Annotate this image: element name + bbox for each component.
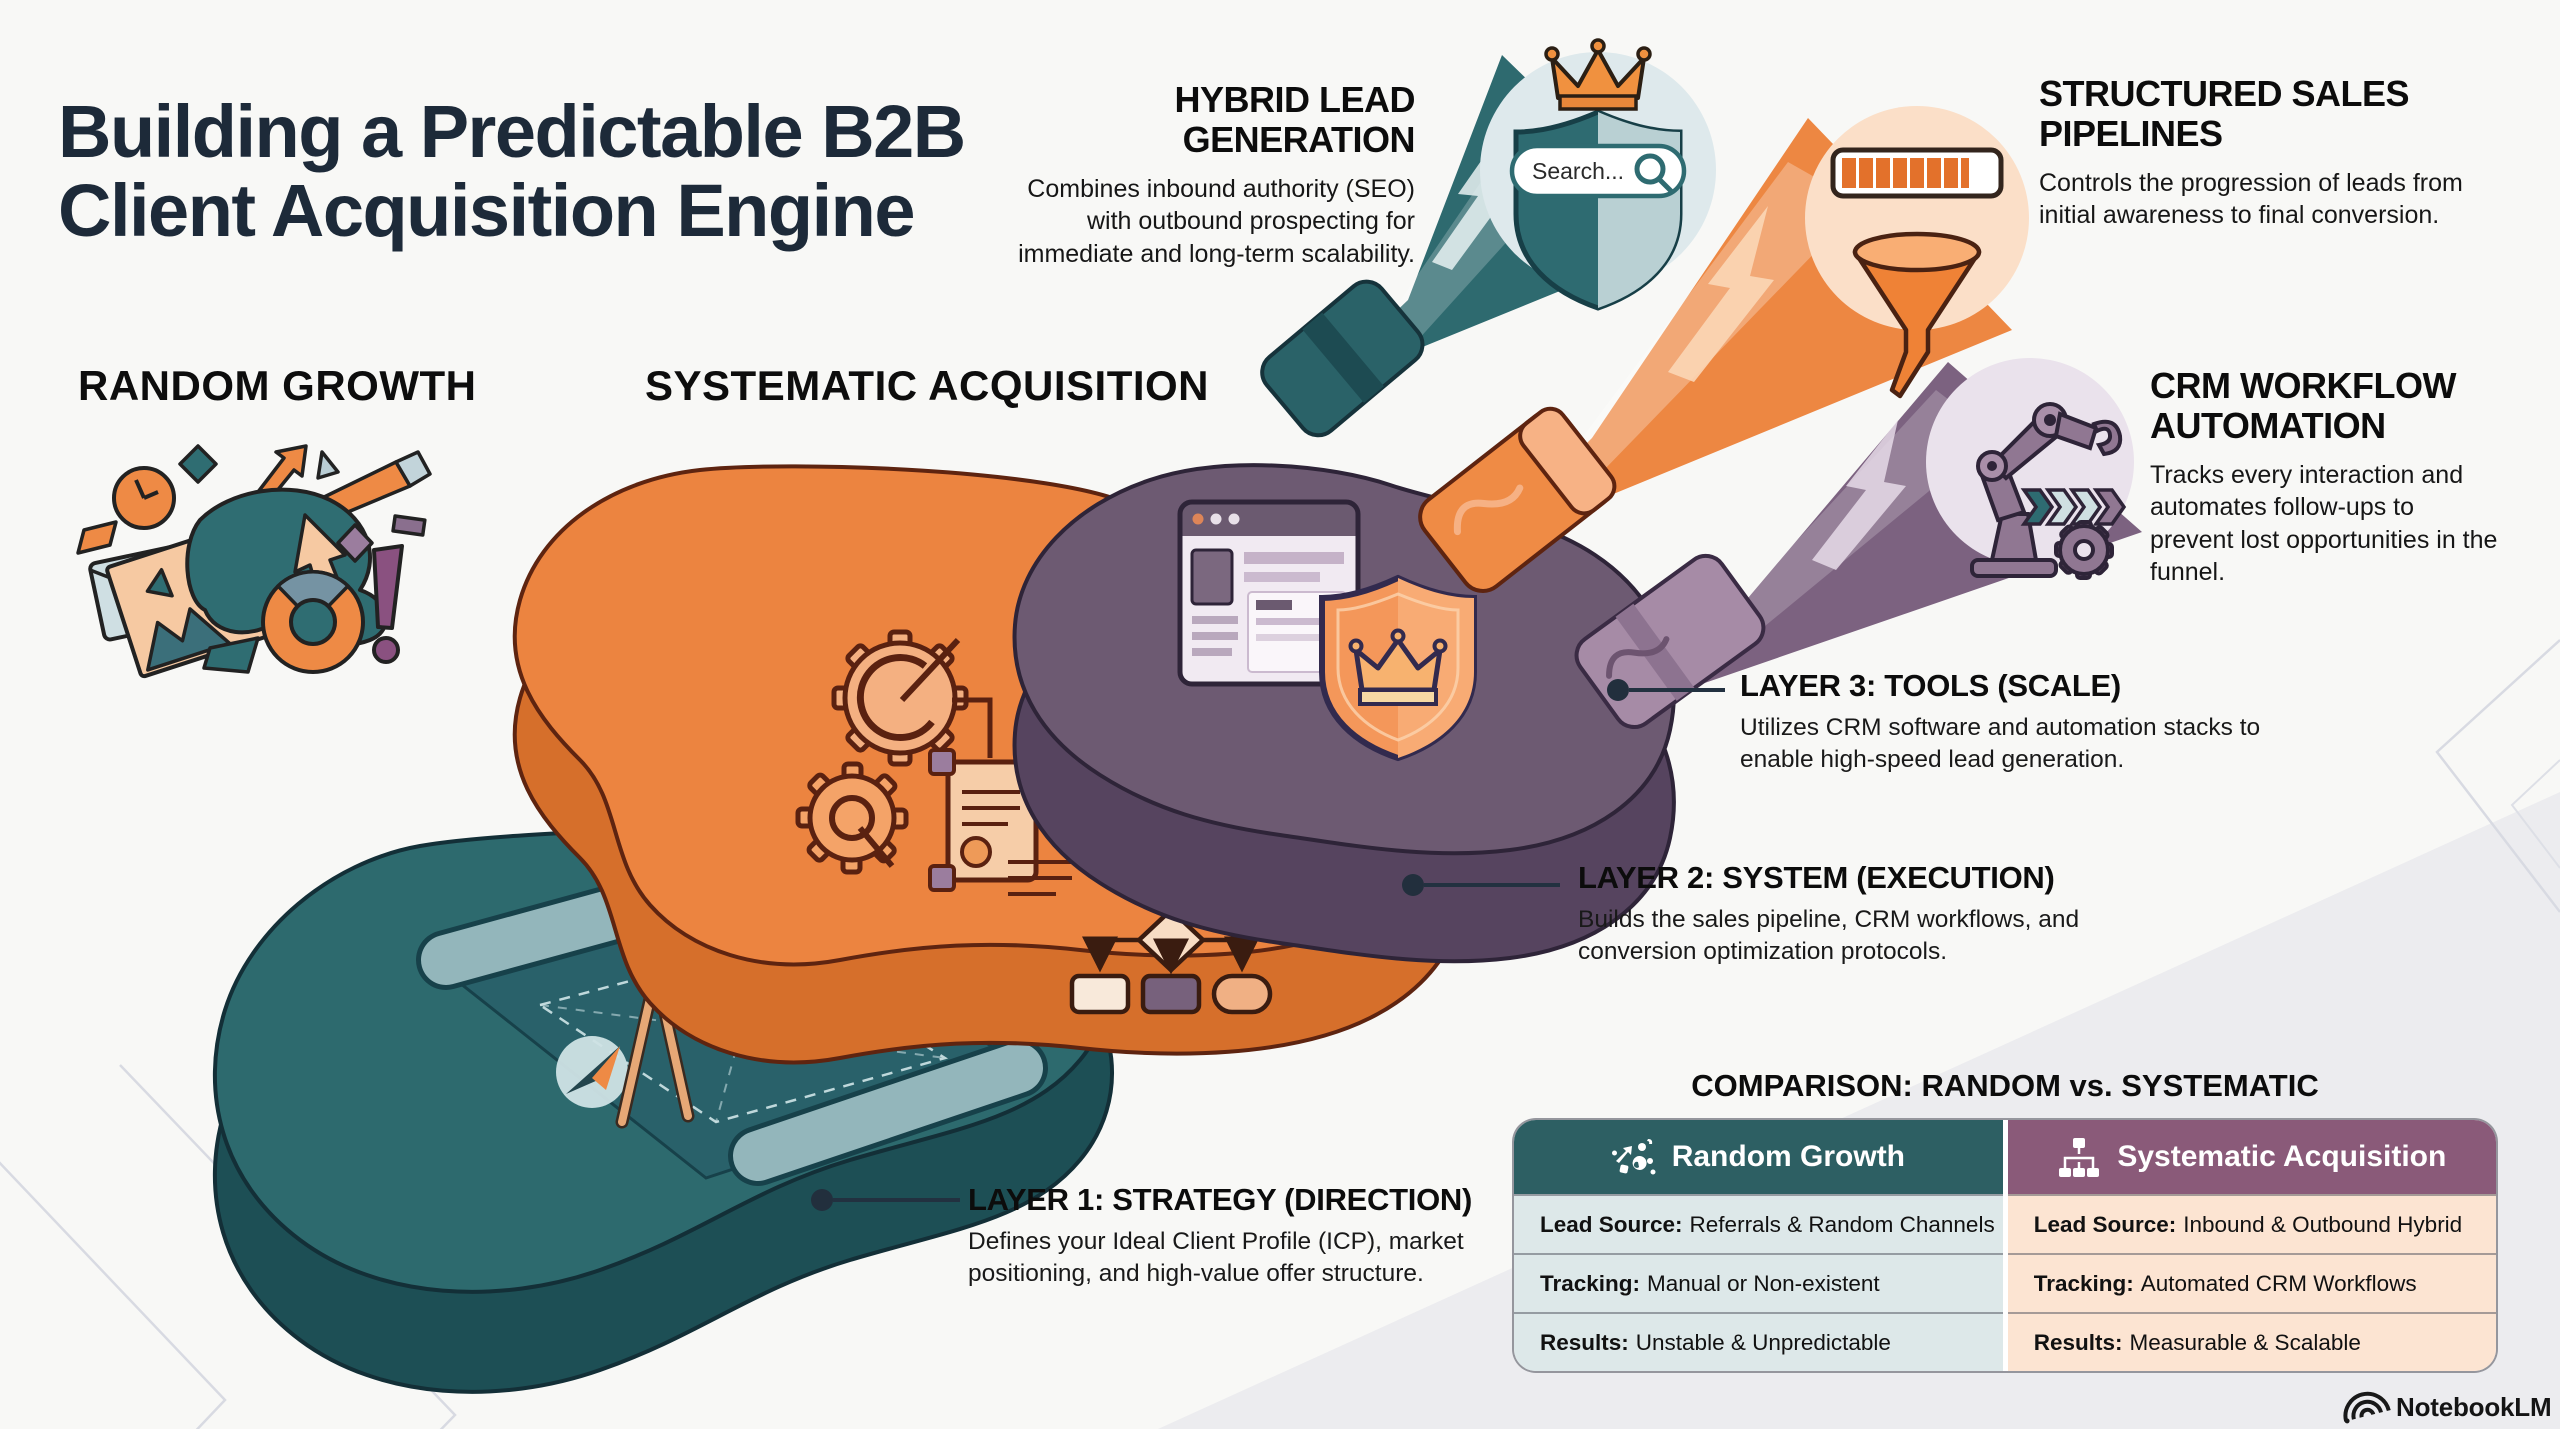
progress-segments [1842, 158, 1969, 188]
funnel-progress-icon [1830, 147, 2004, 399]
diamond-shape [178, 444, 218, 484]
gear-icon-crm [2054, 520, 2114, 580]
random-growth-illustration [76, 444, 432, 679]
leader-dot-layer3 [1607, 679, 1629, 701]
comparison-header-random: Random Growth [1514, 1120, 2003, 1194]
chevron-outline-left-inner [0, 1161, 227, 1429]
layer-description: Defines your Ideal Client Profile (ICP),… [968, 1228, 1464, 1288]
clock-icon [112, 466, 176, 530]
shield-search-icon [1509, 38, 1687, 311]
blueprint-grid [536, 943, 949, 1124]
search-icon [1634, 153, 1666, 185]
comparison-table: Random Growth Lead Source: Referrals & R… [1512, 1118, 2498, 1373]
feature-circle-crm [1926, 358, 2134, 580]
feature-title: CRM WORKFLOW AUTOMATION [2150, 365, 2456, 447]
conveyor-chevrons [2020, 488, 2127, 526]
layer3-purple [1012, 463, 1676, 964]
browser-dot [1192, 513, 1204, 525]
chevron-outline-right [2435, 639, 2560, 913]
feature-description: Combines inbound authority (SEO) with ou… [1018, 174, 1415, 268]
notebooklm-brand: NotebookLM [2396, 1392, 2552, 1422]
chevron-outline-right-inner [2510, 759, 2560, 869]
table-row: Results: Unstable & Unpredictable [1514, 1312, 2003, 1371]
layer-title: LAYER 1: STRATEGY (DIRECTION) [968, 1182, 1472, 1217]
layer-title: LAYER 3: TOOLS (SCALE) [1740, 668, 2121, 703]
comparison-column-random: Random Growth Lead Source: Referrals & R… [1514, 1120, 2003, 1371]
search-bar [1509, 143, 1687, 199]
feature-description: Controls the progression of leads from i… [2039, 168, 2463, 230]
chaos-icon [1611, 1139, 1656, 1175]
comparison-column-systematic: Systematic Acquisition Lead Source: Inbo… [2007, 1120, 2496, 1371]
layer-description: Utilizes CRM software and automation sta… [1740, 714, 2261, 774]
callout-layer3: LAYER 3: TOOLS (SCALE) Utilizes CRM soft… [1740, 668, 2320, 777]
comparison-header-label: Random Growth [1671, 1140, 1906, 1173]
funnel-icon [1852, 249, 1982, 399]
table-row: Tracking: Automated CRM Workflows [2007, 1253, 2496, 1312]
gear-icon [831, 629, 969, 767]
table-row: Results: Measurable & Scalable [2007, 1312, 2496, 1371]
comparison-header-systematic: Systematic Acquisition [2007, 1120, 2496, 1194]
machine-illustration [213, 279, 1766, 1394]
comparison-header-label: Systematic Acquisition [2117, 1140, 2447, 1173]
robot-arm-icon [1970, 402, 2127, 580]
exclamation-icon [372, 544, 404, 664]
systematic-acquisition-label: SYSTEMATIC ACQUISITION [645, 362, 1210, 409]
table-row: Tracking: Manual or Non-existent [1514, 1253, 2003, 1312]
layer-description: Builds the sales pipeline, CRM workflows… [1578, 906, 2080, 966]
feature-title: STRUCTURED SALES PIPELINES [2039, 73, 2410, 155]
search-input: Search... [1532, 158, 1625, 184]
notebooklm-logo-icon [2343, 1391, 2391, 1424]
browser-window-icon [1177, 499, 1361, 687]
feature-crm-workflow-automation: CRM WORKFLOW AUTOMATION Tracks every int… [2150, 365, 2502, 589]
feature-title: HYBRID LEAD GENERATION [1174, 79, 1415, 161]
leader-dot-layer2 [1402, 874, 1424, 896]
callout-layer2: LAYER 2: SYSTEM (EXECUTION) Builds the s… [1578, 860, 2118, 969]
table-row: Lead Source: Referrals & Random Channels [1514, 1194, 2003, 1253]
callout-layer1: LAYER 1: STRATEGY (DIRECTION) Defines yo… [968, 1182, 1478, 1291]
feature-structured-sales-pipelines: STRUCTURED SALES PIPELINES Controls the … [2039, 73, 2469, 232]
nozzle-teal [1260, 279, 1425, 438]
crown-icon [1544, 38, 1652, 111]
leader-lines [811, 679, 1725, 1211]
layer-title: LAYER 2: SYSTEM (EXECUTION) [1578, 860, 2055, 895]
comparison-title: COMPARISON: RANDOM vs. SYSTEMATIC [1691, 1068, 2319, 1103]
hierarchy-icon [2059, 1138, 2100, 1177]
feature-hybrid-lead-generation: HYBRID LEAD GENERATION Combines inbound … [1015, 79, 1415, 270]
gear-icon-small [795, 761, 909, 875]
crown-shield-icon [1319, 574, 1477, 762]
feature-description: Tracks every interaction and automates f… [2150, 460, 2498, 587]
feature-circle-hybrid [1480, 38, 1716, 311]
page-title: Building a Predictable B2B Client Acquis… [58, 89, 966, 253]
leader-dot-layer1 [811, 1189, 833, 1211]
nozzle-orange [1418, 406, 1617, 593]
feature-circle-pipeline [1805, 106, 2029, 399]
random-growth-label: RANDOM GROWTH [78, 362, 477, 409]
table-row: Lead Source: Inbound & Outbound Hybrid [2007, 1194, 2496, 1253]
donut-chart-icon [261, 569, 365, 674]
blueprint-illustration [416, 862, 1048, 1186]
